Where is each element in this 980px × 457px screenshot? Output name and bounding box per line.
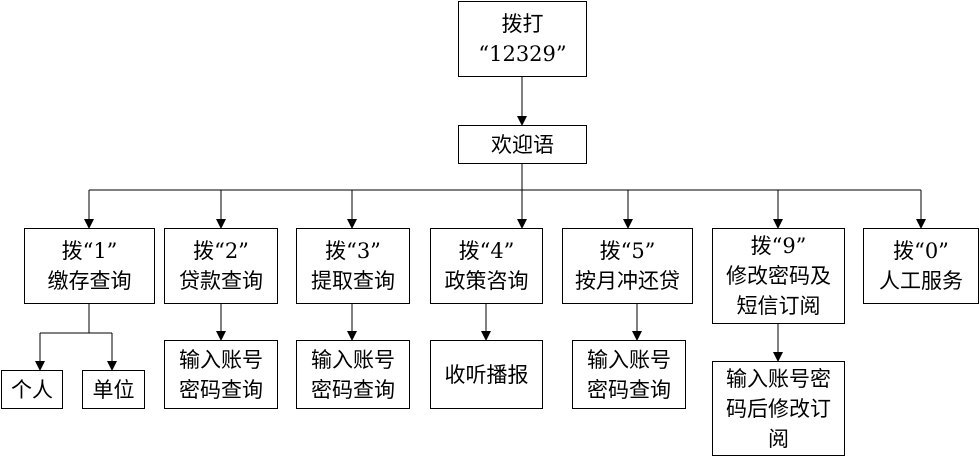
node-opt3: 拨“3” 提取查询 <box>296 228 410 304</box>
node-sub4: 收听播报 <box>430 340 543 409</box>
node-sub3: 输入账号 密码查询 <box>296 340 410 409</box>
node-opt1: 拨“1” 缴存查询 <box>24 228 155 304</box>
node-opt0: 拨“0” 人工服务 <box>863 228 979 304</box>
node-sub5: 输入账号 密码查询 <box>572 340 686 409</box>
node-personal: 个人 <box>1 370 63 409</box>
node-dial: 拨打 “12329” <box>458 1 587 77</box>
node-opt5: 拨“5” 按月冲还贷 <box>562 228 693 304</box>
node-unit: 单位 <box>82 370 145 409</box>
node-opt9: 拨“9” 修改密码及 短信订阅 <box>712 228 845 324</box>
node-welcome: 欢迎语 <box>458 125 587 164</box>
node-sub9: 输入账号密 码后修改订 阅 <box>712 361 845 456</box>
node-opt4: 拨“4” 政策咨询 <box>430 228 543 304</box>
node-sub2: 输入账号 密码查询 <box>164 340 278 409</box>
node-opt2: 拨“2” 贷款查询 <box>164 228 278 304</box>
